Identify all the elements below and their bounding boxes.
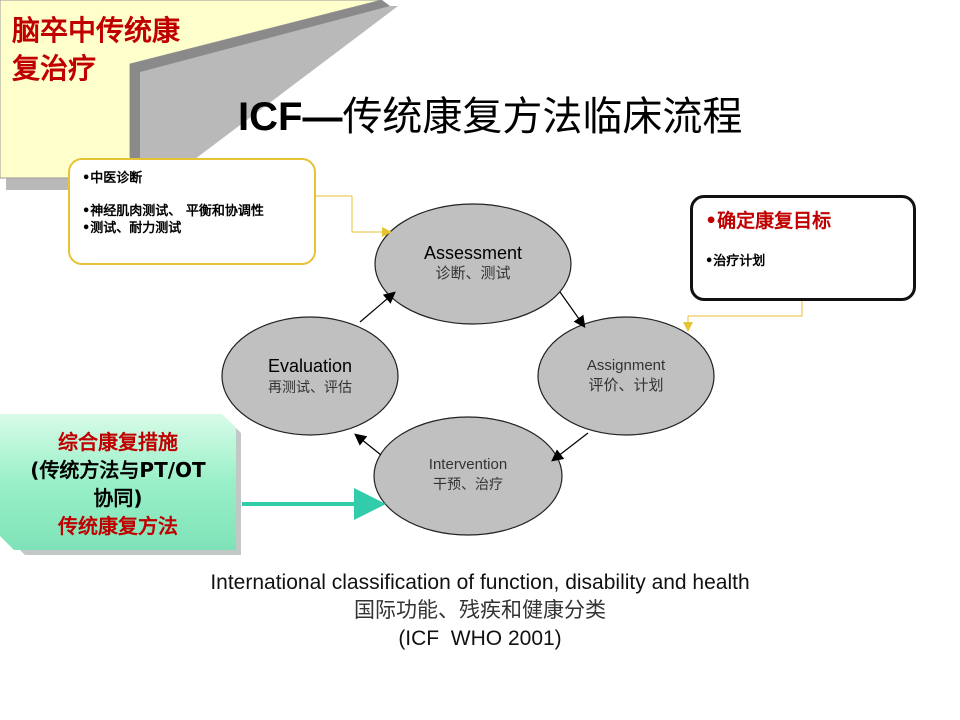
green-box-line2: (传统方法与PT/OT <box>30 458 206 482</box>
assessment-node <box>374 203 572 325</box>
evaluation-node <box>221 316 399 436</box>
assignment-zh: 评价、计划 <box>588 377 664 394</box>
corner-title-line2: 复治疗 <box>12 52 97 85</box>
goal-box: •确定康复目标 •治疗计划 <box>690 195 916 301</box>
green-box <box>0 414 236 550</box>
arrow-assignment-to-intervention <box>551 432 589 462</box>
diagnosis-item-endurance: •测试、耐力测试 <box>82 221 182 236</box>
green-box-line3: 协同) <box>93 486 143 510</box>
footnote-ref: (ICF WHO 2001) <box>398 627 562 650</box>
arrow-assessment-to-assignment <box>559 291 586 328</box>
corner-decoration <box>0 0 398 190</box>
assessment-label: Assessment 诊断、测试 <box>395 242 551 284</box>
green-box-line1: 综合康复措施 <box>58 430 178 454</box>
connector-left-box <box>316 195 392 237</box>
page-title: ICF—传统康复方法临床流程 <box>238 84 858 142</box>
footnote: International classification of function… <box>0 569 960 653</box>
arrow-evaluation-to-assessment <box>359 291 396 323</box>
diagnosis-box: •中医诊断 •神经肌肉测试、 平衡和协调性 •测试、耐力测试 <box>68 158 316 265</box>
footnote-en: International classification of function… <box>210 571 750 594</box>
green-box-line4: 传统康复方法 <box>58 514 178 538</box>
evaluation-en: Evaluation <box>267 356 353 376</box>
intervention-zh: 干预、治疗 <box>433 476 503 492</box>
intervention-en: Intervention <box>428 456 508 473</box>
footnote-zh: 国际功能、残疾和健康分类 <box>354 599 606 622</box>
diagnosis-item-tcm: •中医诊断 <box>82 171 143 186</box>
corner-title: 脑卒中传统康 复治疗 <box>12 12 180 88</box>
goal-item: •确定康复目标 <box>705 210 832 232</box>
evaluation-label: Evaluation 再测试、评估 <box>232 355 388 397</box>
intervention-node <box>373 416 563 536</box>
green-box-text: 综合康复措施 (传统方法与PT/OT 协同) 传统康复方法 <box>0 428 236 540</box>
assignment-en: Assignment <box>586 357 666 374</box>
intervention-label: Intervention 干预、治疗 <box>390 456 546 494</box>
assessment-en: Assessment <box>423 243 523 263</box>
connector-right-box <box>683 301 803 332</box>
title-text: 传统康复方法临床流程 <box>342 94 743 140</box>
title-prefix: ICF <box>238 95 303 139</box>
diagnosis-item-neuromuscular: •神经肌肉测试、 平衡和协调性 <box>82 204 264 219</box>
assignment-label: Assignment 评价、计划 <box>548 356 704 396</box>
corner-title-line1: 脑卒中传统康 <box>12 14 181 47</box>
evaluation-zh: 再测试、评估 <box>268 379 352 395</box>
title-dash: — <box>302 95 343 139</box>
arrow-intervention-to-evaluation <box>354 433 382 456</box>
plan-item: •治疗计划 <box>705 254 766 269</box>
assessment-zh: 诊断、测试 <box>435 265 511 282</box>
assignment-node <box>537 316 715 436</box>
